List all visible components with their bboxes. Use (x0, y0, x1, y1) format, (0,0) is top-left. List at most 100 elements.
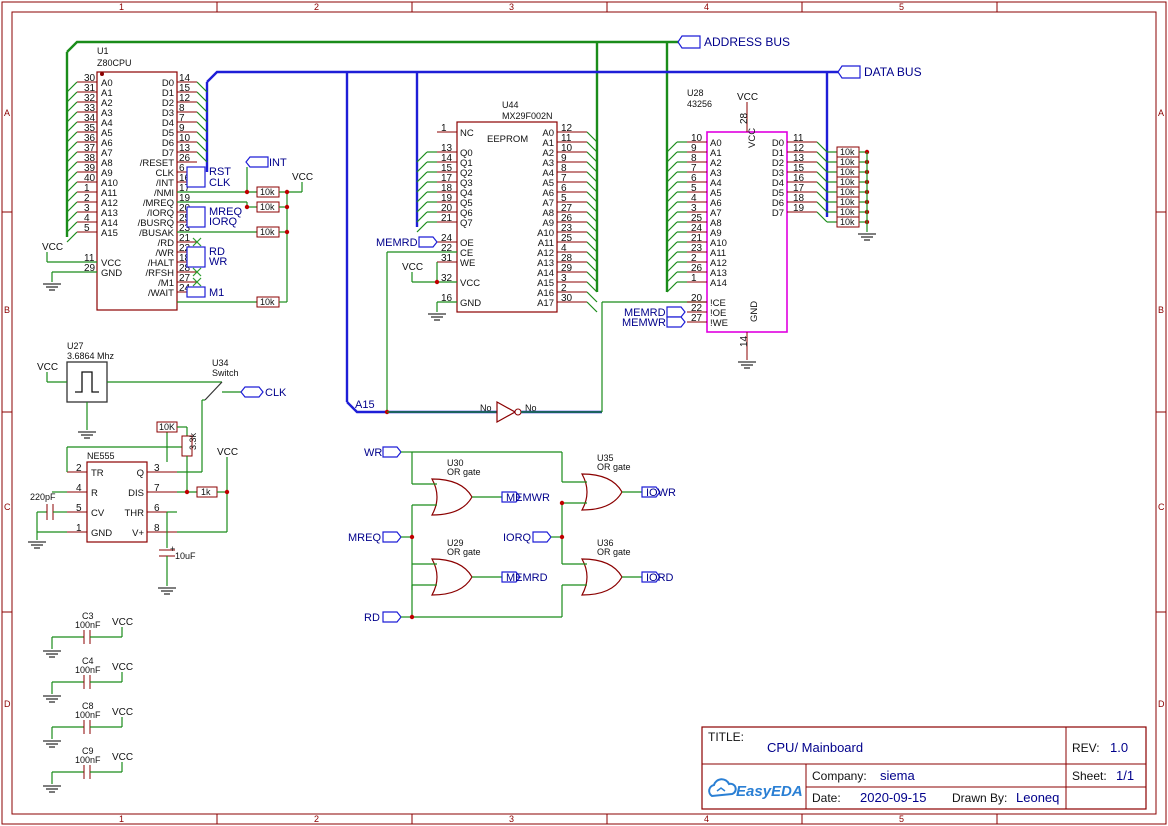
u28-pin-name: A3 (710, 168, 722, 179)
u1-pin-num: 37 (84, 143, 96, 154)
data-pullup-value: 10k (840, 217, 855, 227)
u44-pin-num: 29 (561, 263, 573, 274)
u1-part: Z80CPU (97, 58, 132, 68)
a15-label: A15 (355, 399, 375, 411)
decoupling-value: 100nF (75, 710, 101, 720)
u1-pin-name: A12 (101, 198, 118, 209)
u1-pin-name: A2 (101, 98, 113, 109)
u44-pin-name: A15 (537, 278, 554, 289)
u1-pin-num: 35 (84, 123, 96, 134)
u1-pin-num: 21 (179, 233, 191, 244)
ne555-pin-name: TR (91, 468, 104, 479)
gate-output-label: IORD (646, 572, 674, 584)
gate-ref: U36 (597, 538, 614, 548)
u44-inner-label: EEPROM (487, 134, 528, 145)
ne555-pin-num: 7 (154, 483, 160, 494)
u28-pin-num: 27 (691, 313, 703, 324)
tb-rev-label: REV: (1072, 741, 1100, 755)
ruler-col-top: 2 (314, 2, 319, 12)
logic-input-label: MREQ (348, 532, 381, 544)
u44-pin-num: 32 (441, 273, 453, 284)
u28-pin-num: 23 (691, 243, 703, 254)
u1-pin-name: A0 (101, 78, 113, 89)
u34-value: Switch (212, 368, 239, 378)
or-gate-symbol (580, 473, 623, 511)
logic-input-label: WR (364, 447, 382, 459)
u1-pin-num: 15 (179, 83, 191, 94)
clk-label: CLK (209, 177, 231, 189)
u1-pin-num: 33 (84, 103, 96, 114)
u1-power-pin-num: 29 (84, 263, 96, 274)
clk-switch-label: CLK (265, 387, 287, 399)
ruler-col-bottom: 2 (314, 814, 319, 824)
u44-pin-num: 4 (561, 243, 567, 254)
ne555-part: NE555 (87, 451, 115, 461)
u1-power-pin-name: GND (101, 268, 122, 279)
u28-pin-name: D2 (772, 158, 784, 169)
u28-pin-name: A14 (710, 278, 727, 289)
u1-pin-name: /RESET (140, 158, 175, 169)
decoupling-vcc: VCC (112, 752, 133, 763)
decoupling-value: 100nF (75, 620, 101, 630)
u44-pin-name: A2 (542, 148, 554, 159)
u1-pin-name: A4 (101, 118, 113, 129)
decoupling-vcc: VCC (112, 662, 133, 673)
u44-pin-num: 15 (441, 163, 453, 174)
data-pullup-value: 10k (840, 207, 855, 217)
decoupling-vcc: VCC (112, 617, 133, 628)
u27-value: 3.6864 Mhz (67, 351, 115, 361)
u1-pin-name: D1 (162, 88, 174, 99)
ruler-row-left: A (4, 108, 10, 118)
u28-gnd-pin: 14 (739, 335, 750, 347)
u1-pin-num: 19 (179, 193, 191, 204)
memrd-rom-label: MEMRD (376, 237, 418, 249)
osc-vcc-label: VCC (37, 362, 58, 373)
u1-pin-num: 20 (179, 203, 191, 214)
u44-pin-name: A14 (537, 268, 554, 279)
gate-type: OR gate (597, 547, 631, 557)
u28-pin-num: 15 (793, 163, 805, 174)
easyeda-cloud-icon (708, 778, 737, 798)
ne555-pin-num: 8 (154, 523, 160, 534)
r-33k: 3.3k (188, 432, 198, 450)
r-1k: 1k (201, 487, 211, 497)
u28-pin-num: 7 (691, 163, 697, 174)
u28-pin-num: 16 (793, 173, 805, 184)
pullup-busrq: 10k (260, 227, 275, 237)
u28-pin-name: A0 (710, 138, 722, 149)
u28-pin-num: 21 (691, 233, 703, 244)
r-10k-555: 10K (159, 422, 175, 432)
u1-pin-name: A13 (101, 208, 118, 219)
pullup-int: 10k (260, 187, 275, 197)
u44-pin-num: 1 (441, 123, 447, 134)
data-pullup-value: 10k (840, 187, 855, 197)
u28-pin-name: A9 (710, 228, 722, 239)
u1-pin-num: 4 (84, 213, 90, 224)
u27-ref: U27 (67, 341, 84, 351)
gate-type: OR gate (597, 462, 631, 472)
u44-pin-name: A0 (542, 128, 554, 139)
u1-pin-num: 14 (179, 73, 191, 84)
tb-title: CPU/ Mainboard (767, 740, 863, 755)
ne555-pin-name: CV (91, 508, 105, 519)
u44-part: MX29F002N (502, 111, 553, 121)
u44-pin-num: 20 (441, 203, 453, 214)
tb-sheet-label: Sheet: (1072, 769, 1107, 783)
u1-pin-name: A5 (101, 128, 113, 139)
u44-pin-num: 6 (561, 183, 567, 194)
u28-pin-num: 9 (691, 143, 697, 154)
u44-pin-name: VCC (460, 278, 480, 289)
u1-pin-name: /NMI (154, 188, 174, 199)
ne555-pin-num: 1 (76, 523, 82, 534)
u1-pin-name: A3 (101, 108, 113, 119)
u1-pin-num: 10 (179, 133, 191, 144)
u28-pin-num: 2 (691, 253, 697, 264)
u1-pin-num: 17 (179, 183, 191, 194)
data-pullup-value: 10k (840, 157, 855, 167)
u44-pin-name: Q7 (460, 218, 473, 229)
m1-label: M1 (209, 287, 224, 299)
